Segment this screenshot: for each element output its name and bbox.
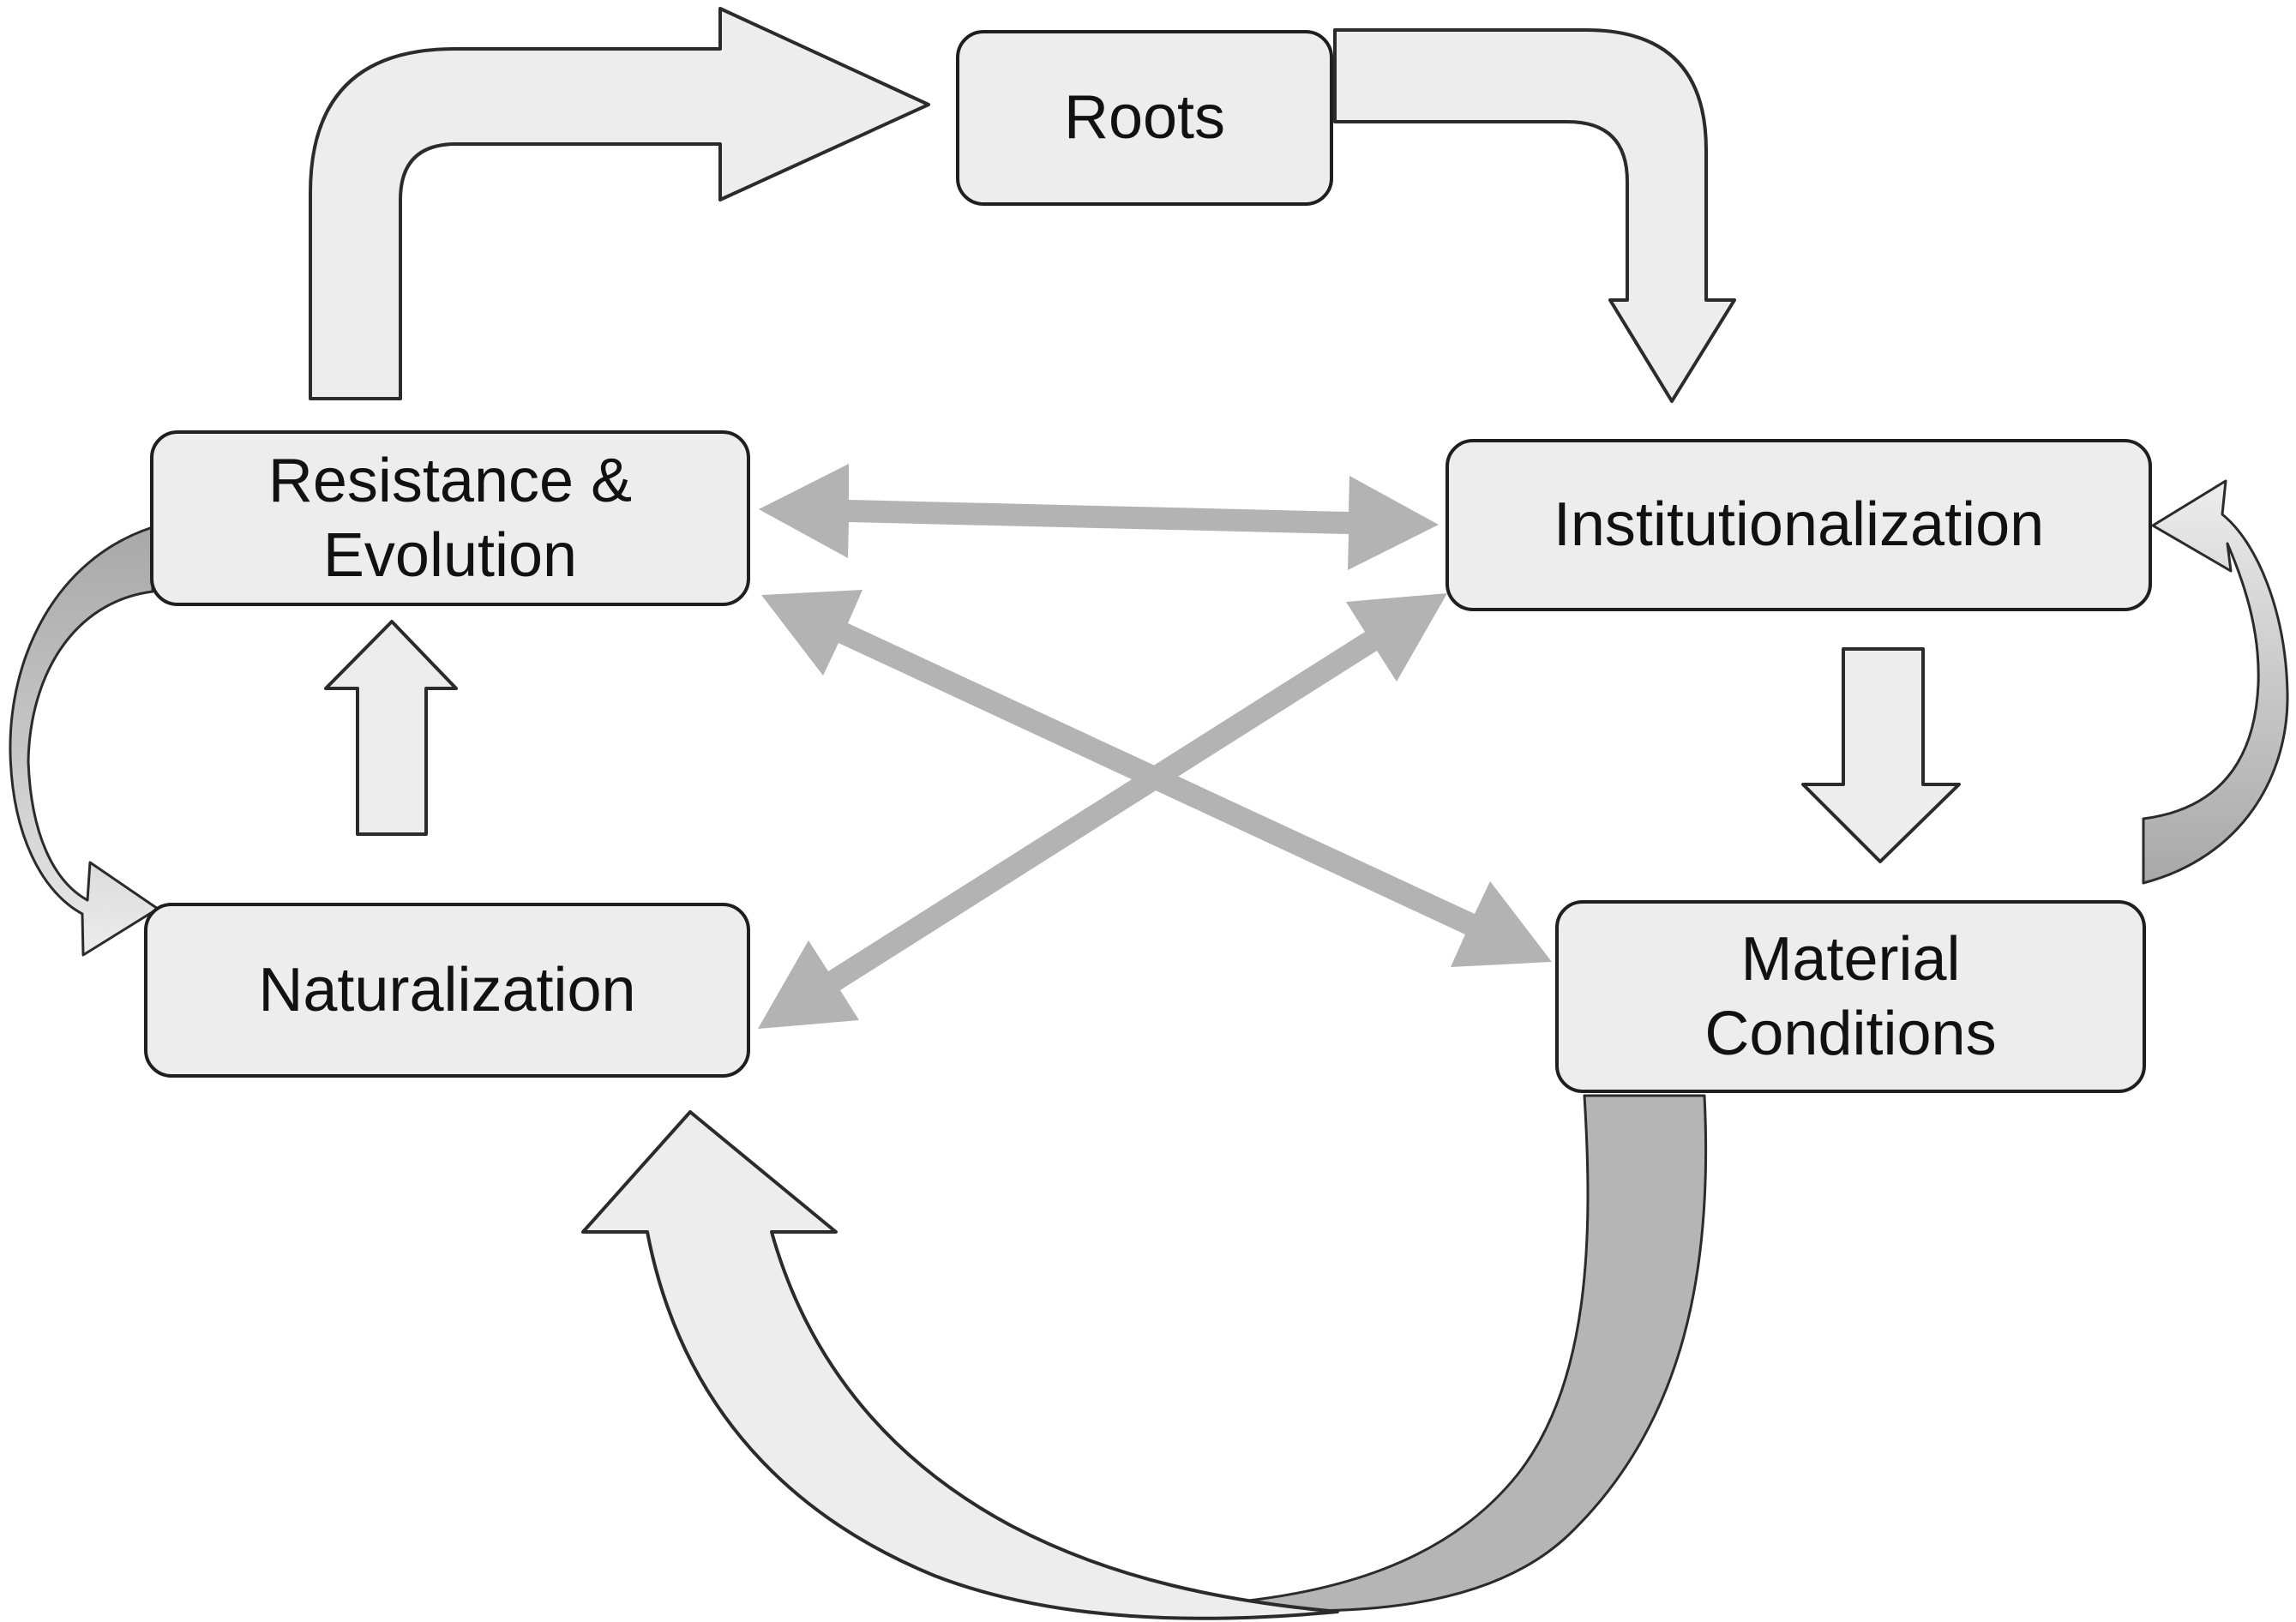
curved-arrow-material-to-institutionalization <box>2142 479 2289 885</box>
node-roots: Roots <box>956 30 1333 206</box>
double-arrow-resistance-material <box>761 590 1552 967</box>
double-arrow-naturalization-institutionalization <box>758 593 1447 1029</box>
swoosh-arrow-to-naturalization <box>581 1110 1339 1620</box>
swoosh-arrow-dark-band <box>1199 1094 1708 1613</box>
double-arrow-resistance-institutionalization <box>759 464 1439 570</box>
node-institutionalization: Institutionalization <box>1446 439 2152 611</box>
node-material-conditions: Material Conditions <box>1555 900 2146 1093</box>
arrow-institutionalization-to-material <box>1801 647 1961 863</box>
arrow-roots-to-institutionalization <box>1333 28 1736 403</box>
node-naturalization: Naturalization <box>144 903 750 1078</box>
node-resistance-evolution: Resistance & Evolution <box>150 430 750 606</box>
arrow-naturalization-to-resistance <box>324 620 458 836</box>
curved-arrow-resistance-to-naturalization <box>9 526 159 957</box>
arrow-resistance-to-roots <box>309 7 930 400</box>
